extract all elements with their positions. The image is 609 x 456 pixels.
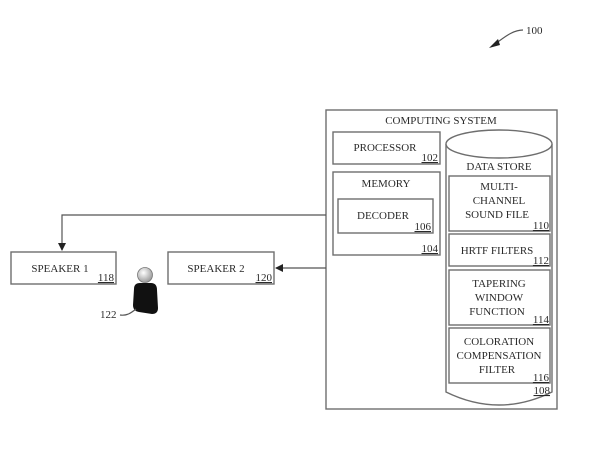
data-store-item-box <box>448 327 551 384</box>
figure-ref-arrow-icon <box>489 39 500 48</box>
memory: MEMORY 104 DECODER 106 <box>332 171 441 256</box>
listener-ref: 122 <box>100 309 117 321</box>
data-store-item-ref: 116 <box>533 372 550 384</box>
data-store: DATA STORE 108 MULTI- CHANNEL SOUND FILE… <box>445 129 553 406</box>
data-store-item-line: WINDOW <box>475 292 524 304</box>
data-store-item-line: CHANNEL <box>473 195 526 207</box>
data-store-item-ref: 110 <box>533 220 550 232</box>
processor-label: PROCESSOR <box>354 142 418 154</box>
data-store-item-box <box>448 233 551 267</box>
listener-ref-leader <box>119 308 137 316</box>
decoder-label: DECODER <box>357 210 410 222</box>
speaker1-box <box>10 251 117 285</box>
listener: 122 <box>100 267 158 321</box>
data-store-item-ref: 114 <box>533 314 550 326</box>
listener-head-icon <box>137 267 153 283</box>
data-store-item-line: FILTER <box>479 364 516 376</box>
speaker1-label: SPEAKER 1 <box>31 263 88 275</box>
figure-ref-text: 100 <box>526 25 543 37</box>
processor-box <box>332 131 441 165</box>
data-store-item-line: SOUND FILE <box>465 209 529 221</box>
listener-body-icon <box>133 283 158 314</box>
data-store-item-line: MULTI- <box>480 181 518 193</box>
data-store-item-box <box>448 269 551 326</box>
speaker2-box <box>167 251 275 285</box>
decoder-ref: 106 <box>415 221 432 233</box>
speaker2-ref: 120 <box>256 272 273 284</box>
data-store-label: DATA STORE <box>466 161 532 173</box>
memory-ref: 104 <box>422 243 439 255</box>
figure-ref-100: 100 <box>489 25 543 48</box>
data-store-item-line: COMPENSATION <box>457 350 542 362</box>
processor: PROCESSOR 102 <box>332 131 441 165</box>
speaker1: SPEAKER 1 118 <box>10 251 117 285</box>
speaker1-ref: 118 <box>98 272 115 284</box>
decoder-box <box>337 198 434 234</box>
data-store-item-line: HRTF FILTERS <box>461 245 534 257</box>
memory-label: MEMORY <box>362 178 411 190</box>
data-store-item-ref: 112 <box>533 255 549 267</box>
data-store-item-line: COLORATION <box>464 336 534 348</box>
computing-system-label: COMPUTING SYSTEM <box>385 115 497 127</box>
data-store-item-line: FUNCTION <box>469 306 525 318</box>
speaker2-label: SPEAKER 2 <box>187 263 244 275</box>
data-store-item-line: TAPERING <box>472 278 526 290</box>
processor-ref: 102 <box>422 152 439 164</box>
data-store-top <box>445 129 553 159</box>
speaker2: SPEAKER 2 120 <box>167 251 275 285</box>
data-store-ref: 108 <box>534 385 551 397</box>
data-store-item-box <box>448 175 551 232</box>
connector-to-speaker1 <box>58 214 326 251</box>
